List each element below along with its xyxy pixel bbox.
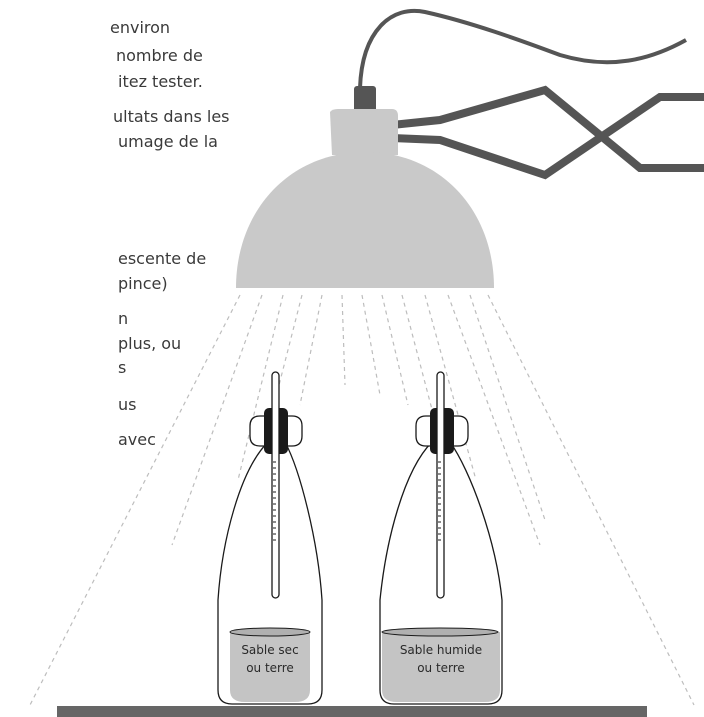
lamp-clamp	[391, 85, 704, 180]
thermometer	[436, 371, 445, 599]
thermometer-scale	[438, 461, 441, 541]
bottle-label-line1: Sable sec	[241, 643, 298, 657]
instruction-line: itez tester.	[118, 72, 203, 91]
bottle-label-line2: ou terre	[246, 661, 294, 675]
instruction-line: nombre de	[116, 46, 203, 65]
lamp-shade	[236, 152, 494, 288]
instruction-line: pince)	[118, 274, 168, 293]
sand-surface	[229, 627, 311, 637]
instruction-line: plus, ou	[118, 334, 182, 353]
instruction-line: environ	[110, 18, 171, 37]
instruction-line: s	[118, 358, 127, 377]
instruction-line: us	[118, 395, 137, 414]
sand-fill	[382, 632, 500, 702]
bottle-dry-sand: Sable sec ou terre	[217, 371, 323, 705]
bottle-label-line2: ou terre	[417, 661, 465, 675]
bottle-outline	[379, 441, 503, 705]
instruction-line: ultats dans les	[113, 107, 230, 126]
bottle-label-line1: Sable humide	[400, 643, 482, 657]
lamp-neck	[330, 109, 398, 155]
bottle-outline	[217, 441, 323, 705]
bottle-wet-sand: Sable humide ou terre	[379, 371, 503, 705]
bench	[57, 706, 647, 717]
heat-lamp	[236, 86, 494, 288]
instruction-line: n	[118, 309, 129, 328]
instruction-line: avec	[118, 430, 156, 449]
instruction-line: umage de la	[118, 132, 218, 151]
sand-surface	[381, 627, 499, 637]
thermometer-scale	[273, 461, 276, 541]
sand-fill	[230, 632, 310, 702]
instruction-line: escente de	[118, 249, 207, 268]
light-rays	[29, 294, 695, 706]
lamp-socket	[354, 86, 376, 114]
thermometer	[271, 371, 280, 599]
power-cable	[358, 8, 687, 89]
